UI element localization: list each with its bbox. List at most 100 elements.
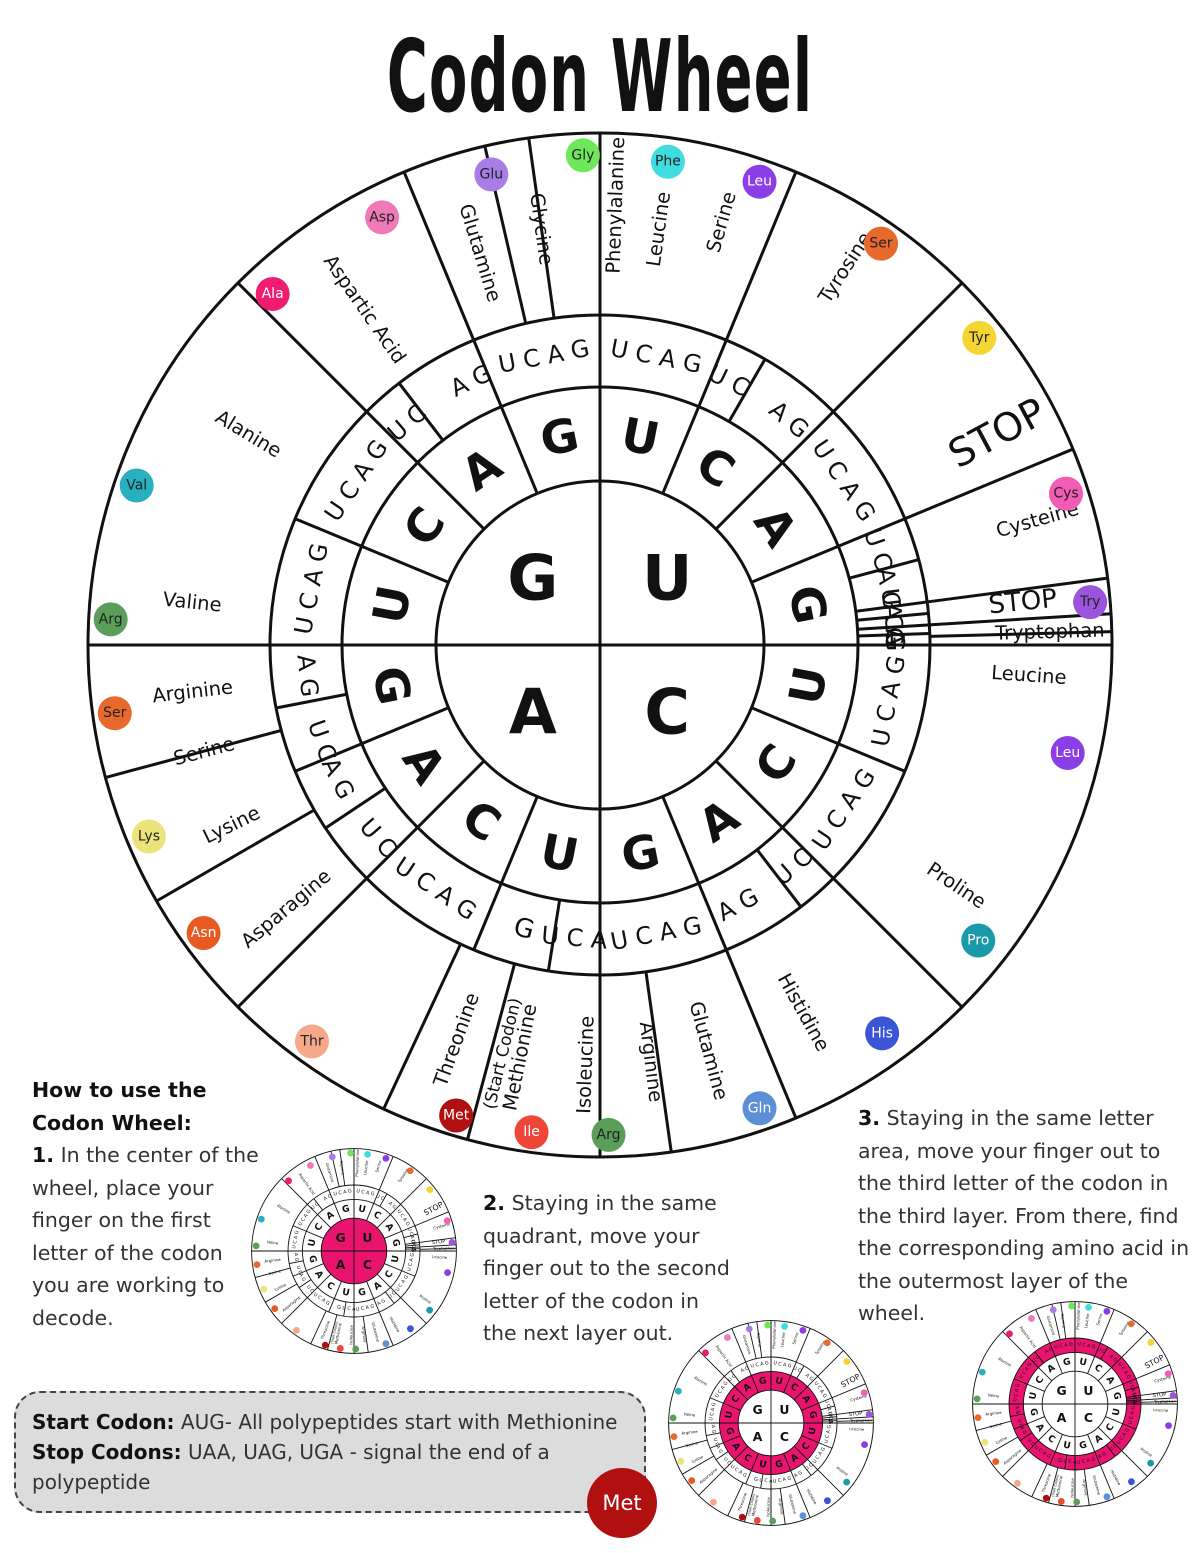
amino-acid-name: Arginine [778, 1498, 785, 1515]
amino-badge-circle [439, 1098, 474, 1133]
third-divider-18 [365, 826, 419, 880]
third-divider-21 [1010, 1413, 1025, 1418]
amino-badge-label: Try [1079, 594, 1101, 610]
second-letter: U [1027, 1391, 1039, 1400]
third-letters: A G [740, 1365, 751, 1374]
second-letter: A [1093, 1432, 1106, 1446]
third-letters: U C [875, 587, 908, 632]
third-letters: U C A G [1077, 1456, 1097, 1465]
second-divider-2 [714, 461, 784, 531]
amino-badge-circle [426, 1306, 434, 1314]
amino-badge-label: Met [443, 1108, 470, 1124]
outer-divider-4 [1140, 1390, 1177, 1396]
second-letter: C [324, 1280, 336, 1293]
amino-acid-name: Serine [171, 732, 237, 770]
third-letters: U C A G [333, 1188, 353, 1197]
second-divider-15 [499, 406, 539, 495]
third-divider-9 [1126, 1401, 1141, 1403]
third-divider-9 [857, 631, 930, 638]
third-divider-1 [697, 339, 728, 408]
amino-acid-name: Valine [162, 588, 223, 617]
second-letter: C [452, 789, 510, 853]
third-letters: G [510, 912, 537, 946]
third-letters: U C [804, 1462, 815, 1472]
third-letters: U C A G [319, 435, 394, 527]
second-letter: A [372, 1279, 385, 1293]
amino-badge-circle [823, 1339, 831, 1347]
outer-divider-3 [414, 1211, 449, 1227]
second-divider-13 [723, 1402, 741, 1411]
third-letters: U C [1026, 1437, 1036, 1448]
second-divider-1 [1087, 1356, 1096, 1374]
third-divider-24 [724, 1376, 735, 1387]
outer-divider-14 [236, 877, 368, 1009]
second-letter: C [392, 497, 456, 555]
amino-badge-circle [824, 1497, 831, 1505]
outer-divider-3 [904, 447, 1074, 521]
second-divider-7 [661, 795, 701, 884]
third-divider-3 [807, 1376, 818, 1387]
second-letter: U [357, 1203, 366, 1215]
third-letters: U C [768, 843, 818, 892]
third-letters: A G [291, 653, 323, 698]
third-divider-19 [715, 1451, 729, 1460]
amino-acid-name: STOP [431, 1239, 445, 1246]
outer-divider-8 [817, 1469, 844, 1496]
third-letters: U C A G [806, 435, 881, 527]
amino-badge-circle [677, 1457, 685, 1465]
third-letters: U C A G [289, 541, 334, 637]
third-divider-8 [1126, 1399, 1141, 1402]
amino-acid-name: Glutamine [788, 1494, 798, 1515]
second-divider-15 [1054, 1356, 1063, 1374]
outer-divider-21 [339, 1149, 346, 1186]
amino-acid-name: Arginine [635, 1020, 668, 1103]
third-divider-8 [822, 1418, 837, 1421]
amino-badge-circle [1013, 1479, 1021, 1487]
third-letters: U C A G [824, 1424, 833, 1444]
third-letters: A G [1097, 1451, 1108, 1460]
amino-acid-name: Serine [374, 1159, 382, 1173]
stop-codon-text: UAA, UAG, UGA - signal the end of a poly… [32, 1440, 550, 1494]
outer-divider-13 [310, 1310, 327, 1344]
amino-badge-circle [1028, 1315, 1035, 1322]
outer-divider-13 [382, 943, 462, 1110]
outer-divider-6 [419, 1247, 457, 1250]
first-letter-A: A [1057, 1410, 1067, 1425]
second-divider-9 [750, 1453, 759, 1471]
amino-acid-name: Glutamine [371, 1322, 381, 1343]
amino-badge-circle [781, 1322, 788, 1330]
third-letters: U C [1031, 1354, 1042, 1364]
third-divider-3 [781, 410, 835, 464]
third-divider-16 [760, 1473, 764, 1489]
amino-acid-name: Alanine [693, 1375, 709, 1387]
third-letters: U C [406, 1227, 415, 1237]
amino-acid-name: (Start Codon) [747, 1493, 756, 1517]
second-divider-13 [306, 1230, 324, 1239]
third-divider-18 [1028, 1440, 1039, 1451]
amino-badge-circle [131, 819, 166, 854]
step-1-number: 1. [32, 1143, 55, 1167]
third-letters: U C [302, 716, 342, 765]
second-divider-9 [499, 795, 539, 884]
start-codon-text: AUG- All polypeptides start with Methion… [174, 1410, 618, 1434]
amino-badge-circle [364, 1150, 371, 1158]
third-divider-1 [373, 1189, 380, 1204]
third-divider-19 [298, 1279, 312, 1288]
third-divider-14 [697, 882, 728, 951]
outer-divider-4 [836, 1409, 873, 1415]
first-letter-C: C [1084, 1410, 1093, 1425]
outer-divider-19 [731, 1328, 747, 1363]
third-divider-18 [307, 1287, 318, 1298]
second-letter: A [392, 734, 457, 794]
amino-acid-name: Threonine [319, 1319, 331, 1341]
amino-acid-name: Arginine [681, 1429, 698, 1436]
outer-divider-12 [466, 963, 517, 1140]
amino-badge-circle [961, 923, 996, 958]
first-letter-U: U [362, 1230, 372, 1245]
amino-acid-name: Leucine [779, 1331, 786, 1347]
amino-badge-circle [650, 144, 685, 179]
amino-acid-name: Glycine [525, 192, 558, 267]
amino-badge-label: Pro [967, 933, 989, 949]
